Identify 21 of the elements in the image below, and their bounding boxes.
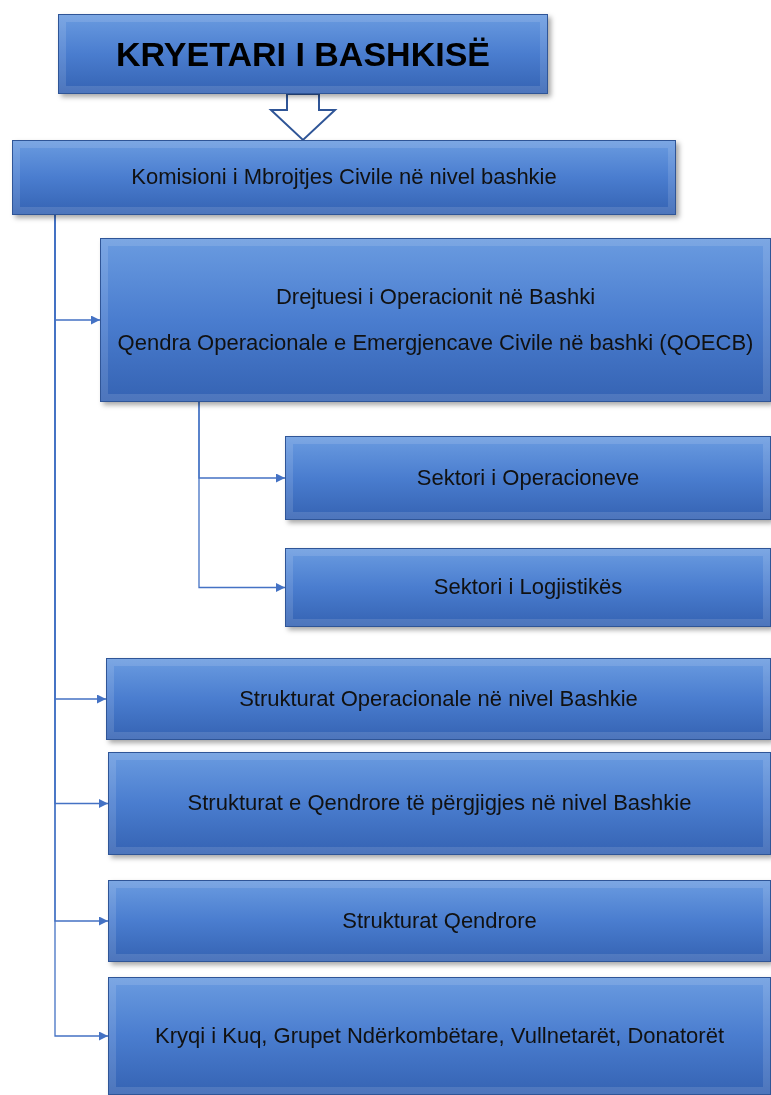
org-box bbox=[108, 977, 771, 1095]
org-box bbox=[108, 880, 771, 962]
title-text: KRYETARI I BASHKISË bbox=[115, 33, 490, 75]
box-label: Strukturat e Qendrore të përgjigjes në nivel Bashkie bbox=[187, 789, 692, 818]
connector-arrow bbox=[198, 401, 286, 592]
box-label: Sektori i Logjistikës bbox=[433, 573, 623, 602]
box-label: Komisioni i Mbrojtjes Civile në nivel bashkie bbox=[131, 163, 557, 192]
box-label: Drejtuesi i Operacionit në Bashki bbox=[275, 282, 596, 311]
org-box bbox=[106, 658, 771, 740]
box-label: Strukturat Operacionale në nivel Bashkie bbox=[239, 684, 638, 713]
org-box bbox=[285, 548, 771, 627]
org-box bbox=[12, 140, 676, 215]
org-box bbox=[285, 436, 771, 520]
box-label: Kryqi i Kuq, Grupet Ndërkombëtare, Vullnetarët, Donatorët bbox=[155, 1021, 724, 1050]
org-box bbox=[108, 752, 771, 855]
block-arrow bbox=[268, 93, 338, 142]
org-box bbox=[100, 238, 771, 402]
box-label: Sektori i Operacioneve bbox=[416, 463, 640, 492]
title-box bbox=[58, 14, 548, 94]
box-label: Qendra Operacionale e Emergjencave Civile në bashki (QOECB) bbox=[117, 329, 754, 357]
box-label: Strukturat Qendrore bbox=[342, 906, 537, 935]
